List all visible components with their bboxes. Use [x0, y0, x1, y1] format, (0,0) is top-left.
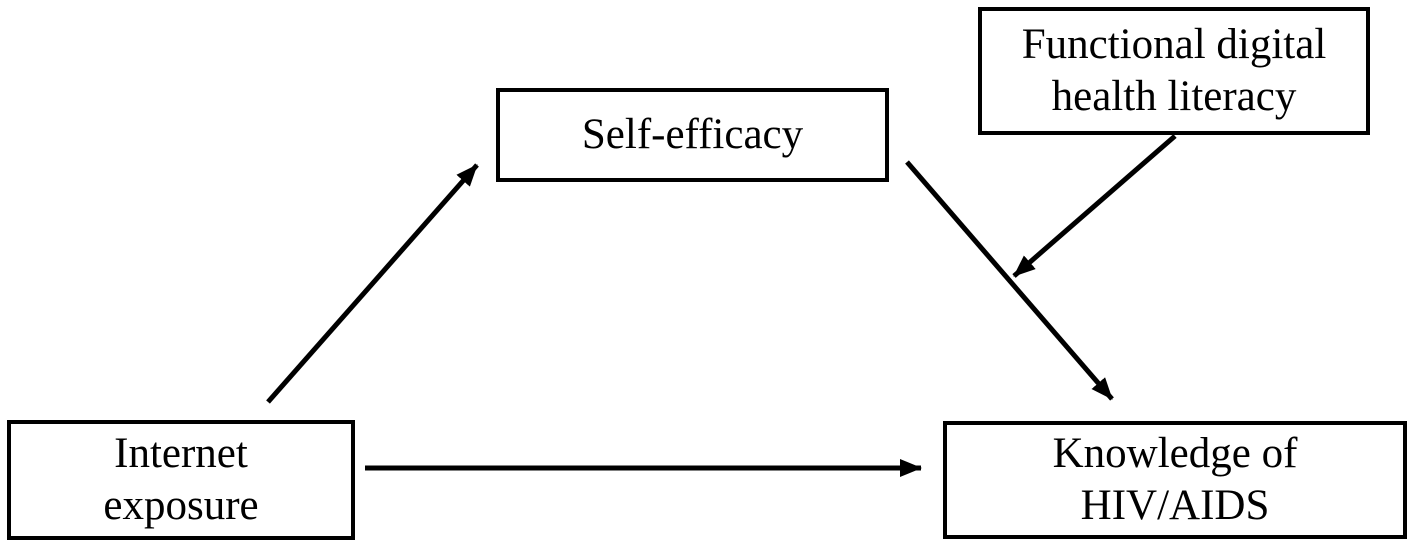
- node-self-efficacy: Self-efficacy: [496, 88, 889, 182]
- node-label-line: Knowledge of: [1052, 429, 1298, 477]
- node-functional-digital-health-literacy: Functional digital health literacy: [978, 7, 1370, 135]
- node-label-line: Self-efficacy: [581, 110, 804, 158]
- node-label-line: health literacy: [1051, 73, 1297, 120]
- node-label-line: HIV/AIDS: [1080, 482, 1270, 529]
- edge-self-efficacy-to-knowledge: [905, 160, 1114, 401]
- node-label-line: Functional digital: [1021, 20, 1327, 68]
- node-label-line: Internet: [114, 429, 248, 477]
- node-label-line: exposure: [103, 482, 259, 529]
- edge-internet-exposure-to-self-efficacy: [266, 163, 479, 404]
- edge-fdhl-to-mediation-path: [1012, 134, 1177, 278]
- node-internet-exposure: Internet exposure: [7, 420, 355, 540]
- node-knowledge-of-hiv-aids: Knowledge of HIV/AIDS: [943, 421, 1407, 539]
